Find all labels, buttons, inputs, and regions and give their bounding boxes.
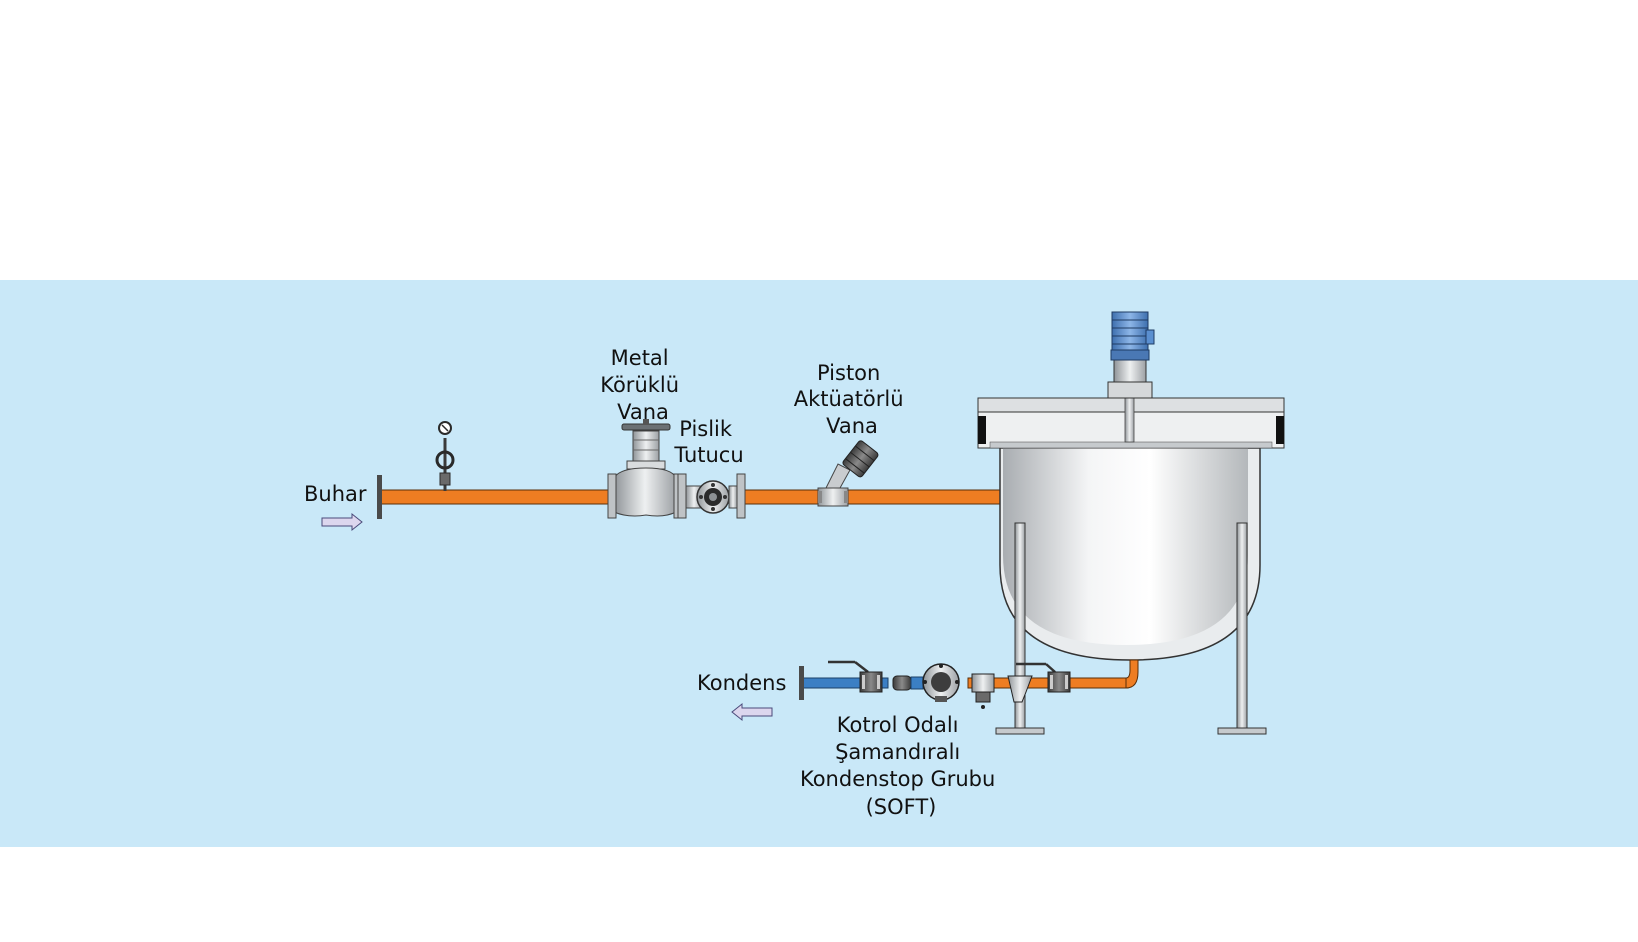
label-trap-group-line-1: Kotrol Odalı <box>837 713 959 737</box>
pressure-gauge-icon <box>435 421 455 491</box>
ball-valve-icon <box>828 660 883 693</box>
label-strainer-line-1: Pislik <box>679 417 733 441</box>
label-metal-valve-line-2: Körüklü <box>600 373 679 397</box>
label-trap-group-line-2: Şamandıralı <box>835 740 960 764</box>
label-metal-valve-line-3: Vana <box>617 400 669 424</box>
label-kondens: Kondens <box>697 671 786 695</box>
label-strainer: Pislik Tutucu <box>673 417 743 467</box>
check-valve-icon <box>892 675 912 691</box>
y-strainer-icon <box>1007 675 1033 703</box>
steam-inlet-arrow <box>321 512 363 532</box>
label-trap-group: Kotrol Odalı Şamandıralı Kondenstop Grub… <box>800 713 1002 819</box>
label-trap-group-line-4: (SOFT) <box>866 795 937 819</box>
label-piston-valve-line-1: Piston <box>817 361 880 385</box>
float-steam-trap-icon <box>910 663 960 702</box>
label-piston-valve-line-2: Aktüatörlü <box>794 387 904 411</box>
sight-glass-icon <box>971 673 995 709</box>
label-metal-valve: Metal Körüklü Vana <box>600 346 686 424</box>
condensate-outlet-arrow <box>731 702 773 722</box>
label-strainer-line-2: Tutucu <box>673 443 743 467</box>
globe-valve-icon <box>607 419 683 519</box>
jacketed-tank-icon <box>977 387 1285 735</box>
label-trap-group-line-3: Kondenstop Grubu <box>800 767 995 791</box>
strainer-icon <box>677 473 746 519</box>
label-piston-valve: Piston Aktüatörlü Vana <box>794 361 911 438</box>
background-panel <box>0 280 1638 847</box>
electric-motor-icon <box>1107 311 1155 399</box>
label-metal-valve-line-1: Metal <box>611 346 669 370</box>
ball-valve-icon <box>1016 662 1071 693</box>
angle-seat-valve-icon <box>817 440 879 507</box>
label-buhar: Buhar <box>304 482 367 506</box>
label-piston-valve-line-3: Vana <box>826 414 878 438</box>
